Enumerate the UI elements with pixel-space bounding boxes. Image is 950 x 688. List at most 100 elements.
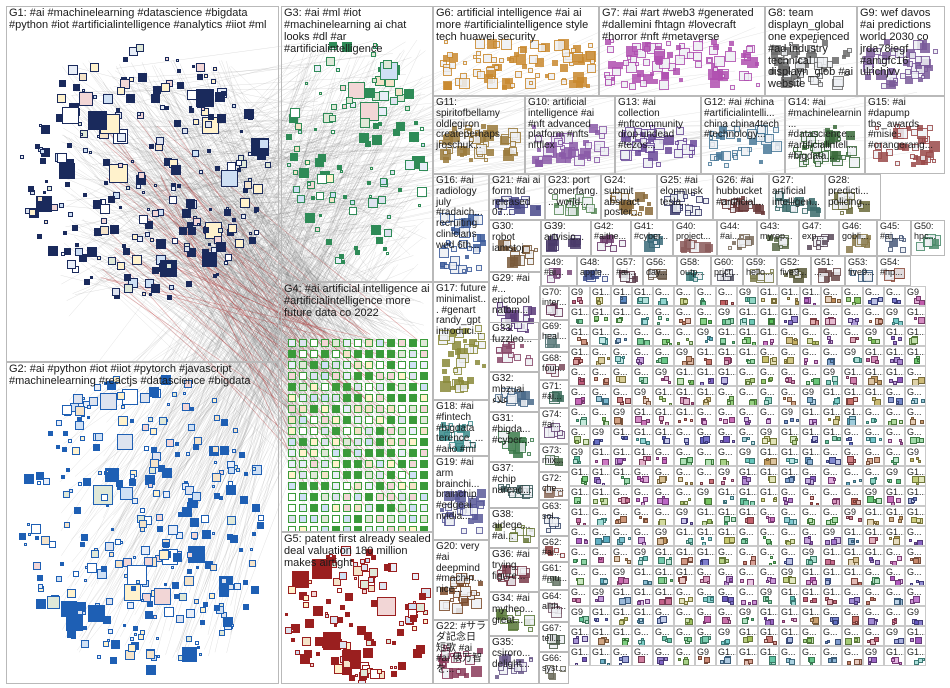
node [635,359,640,364]
node [190,517,200,527]
group-panel-g74: G74: #ai... [539,408,569,444]
mini-group-cell: G1... [716,526,737,546]
mini-group-label: G... [886,587,901,597]
mini-group-cell: G... [569,546,590,566]
node [642,319,649,325]
node [295,650,301,656]
mini-group-cell: G... [737,366,758,386]
group-panel-g61: G61: #mu... [539,562,569,590]
mini-group-cell: G... [611,486,632,506]
node [714,55,726,67]
mini-group-cell: G1... [569,466,590,486]
node [689,482,693,485]
node [643,58,651,66]
node [887,247,893,253]
group-panel-g3: G3: #ai #ml #iot #machinelearning ai cha… [281,6,433,282]
node [365,88,376,99]
mini-group-label: G1... [844,387,863,397]
node [575,398,583,405]
mini-group-label: G1... [592,607,611,617]
node [310,526,318,531]
node [463,338,468,343]
node [809,600,813,604]
mini-group-cell: G1... [737,626,758,646]
node [875,560,881,565]
node [913,620,919,625]
node [831,516,838,523]
mini-group-label: G... [634,367,649,377]
node [782,619,786,623]
node [74,421,84,431]
mini-group-label: G1... [781,427,800,437]
node [326,599,332,605]
node [507,56,512,61]
node [786,337,794,345]
group-label: G34: #ai mytheo... great... [492,593,534,626]
node [34,143,40,149]
mini-group-cell: G... [590,366,611,386]
node [116,262,125,271]
node [174,593,180,599]
group-panel-g6: G6: artificial intelligence #ai ai more … [433,6,599,96]
mini-group-label: G1... [697,527,716,537]
node [866,518,874,525]
node [150,93,160,103]
node [107,639,111,643]
node [703,399,708,404]
node [870,297,878,305]
node [319,213,323,217]
node [175,451,181,457]
mini-group-label: G... [907,547,922,557]
node [783,561,787,565]
mini-group-label: G9 [865,327,878,337]
node [158,464,166,472]
node [891,657,896,662]
mini-group-label: G1... [613,427,632,437]
node [376,405,384,413]
node [377,107,387,117]
node [619,516,627,524]
mini-group-cell: G... [758,346,779,366]
mini-group-label: G... [823,307,838,317]
node [332,482,340,490]
mini-group-cell: G... [653,486,674,506]
node [878,151,889,162]
node [834,459,841,465]
node [347,82,365,99]
node [596,296,601,301]
node [343,515,351,523]
mini-group-label: G1... [739,487,758,497]
group-label: G60: prjct... [714,257,739,277]
node [502,344,513,355]
node [36,598,47,609]
mini-group-cell: G... [779,546,800,566]
mini-group-label: G... [760,547,775,557]
mini-group-label: G1... [718,347,737,357]
node [673,68,681,76]
mini-group-cell: G9 [863,486,884,506]
node [847,436,852,441]
node [420,482,428,490]
node [76,602,86,612]
node [742,617,749,624]
node [310,339,318,347]
mini-group-cell: G1... [884,486,905,506]
node [242,603,249,610]
mini-group-label: G... [613,347,628,357]
node [354,449,362,457]
node [420,449,428,457]
node [493,64,499,70]
mini-group-label: G... [697,427,712,437]
node [398,460,406,468]
node [420,515,428,523]
node [65,467,70,472]
node [690,401,694,405]
node [806,459,813,465]
node [778,244,783,249]
node [726,617,730,621]
node [97,654,102,659]
mini-group-cell: G1... [590,486,611,506]
node [211,445,219,453]
node [210,78,216,84]
node [106,470,110,474]
